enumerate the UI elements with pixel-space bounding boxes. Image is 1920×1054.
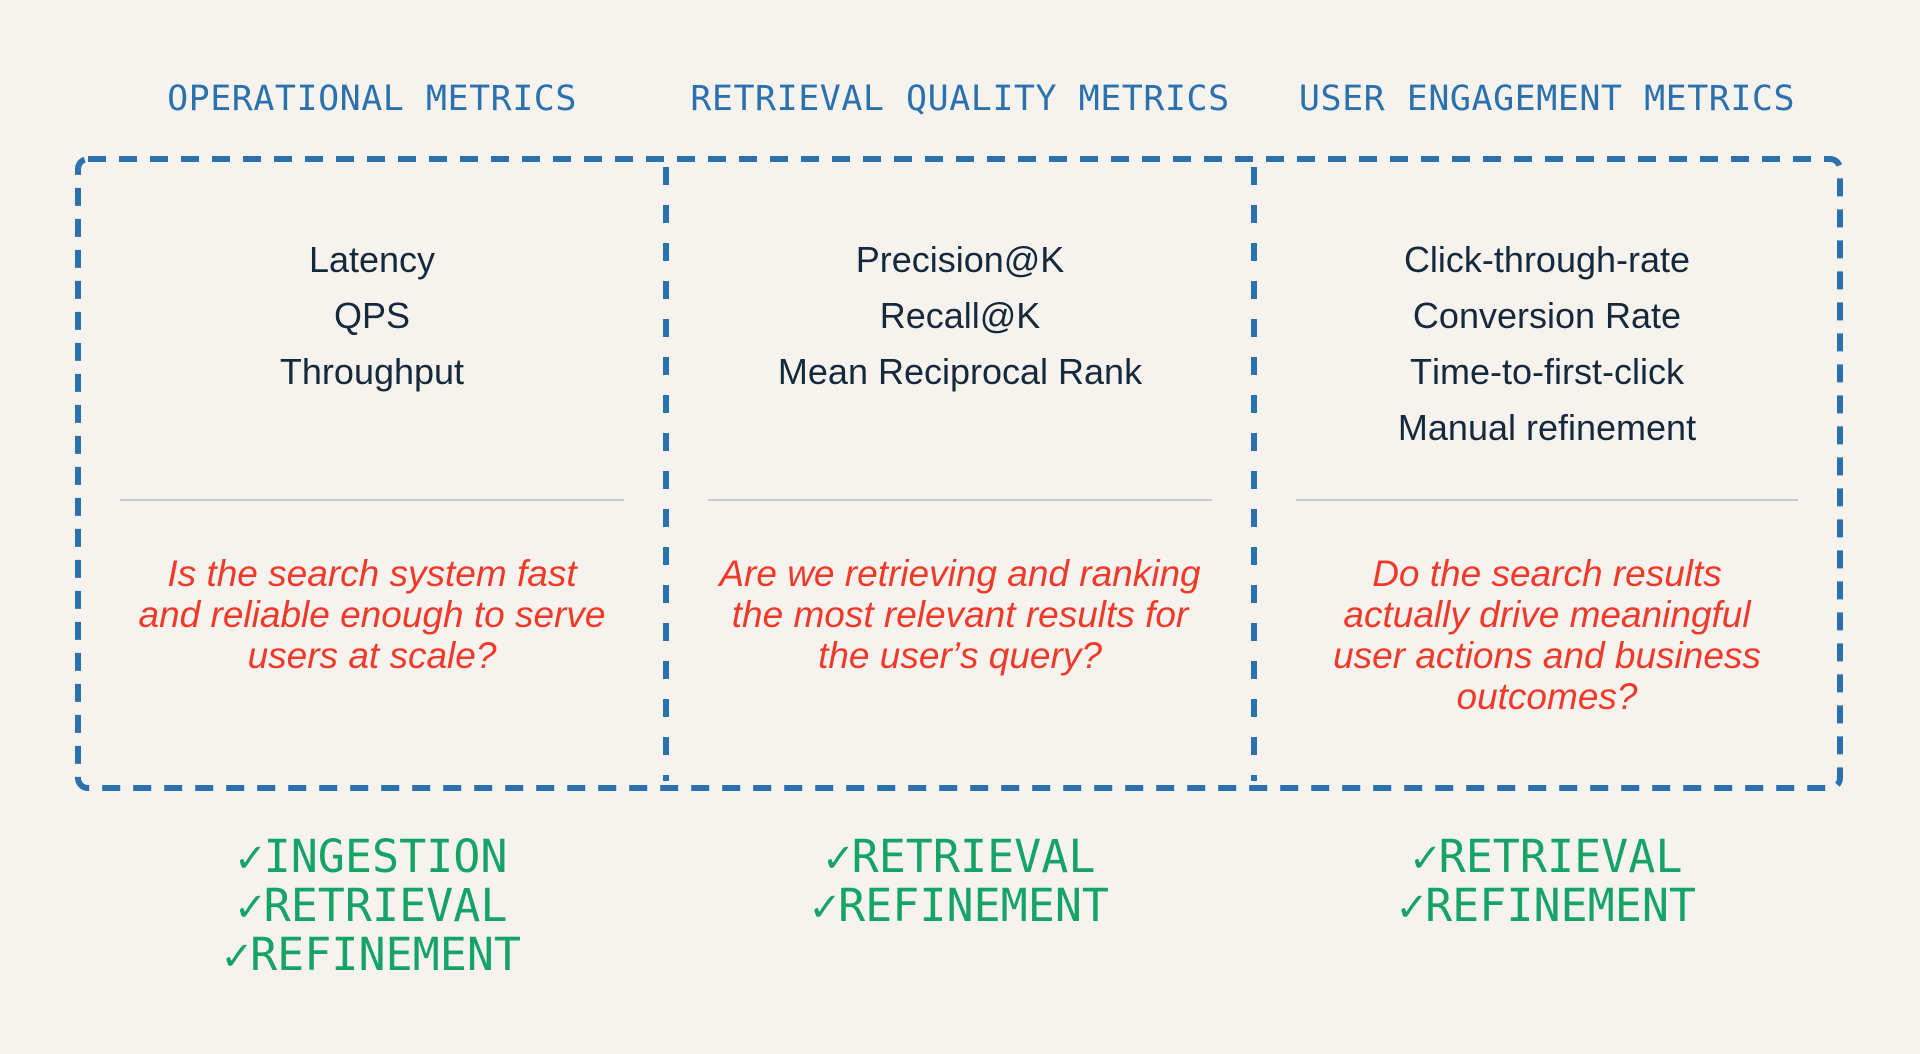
question-line: Do the search results — [1372, 553, 1722, 594]
checkmark-icon: ✓ — [824, 830, 852, 883]
metric-list: Click-through-rate Conversion Rate Time-… — [1254, 159, 1840, 456]
checkmark-icon: ✓ — [236, 830, 264, 883]
metric-item: Manual refinement — [1397, 407, 1697, 448]
question-line: the most relevant results for — [731, 594, 1189, 635]
question-line: user actions and business — [1333, 635, 1761, 676]
check-label: INGESTION — [263, 830, 508, 883]
question-line: Are we retrieving and ranking — [719, 553, 1201, 594]
check-item: ✓RETRIEVAL — [1254, 832, 1840, 881]
check-label: REFINEMENT — [838, 879, 1110, 932]
header-user-engagement-metrics: USER ENGAGEMENT METRICS — [1298, 79, 1796, 119]
divider-line — [1296, 499, 1798, 501]
metric-item: Mean Reciprocal Rank — [777, 351, 1143, 392]
check-label: RETRIEVAL — [1438, 830, 1683, 883]
checkmark-icon: ✓ — [222, 928, 251, 981]
question-line: the user’s query? — [818, 635, 1102, 676]
header-operational-metrics: OPERATIONAL METRICS — [167, 79, 577, 119]
metric-item: Latency — [308, 239, 436, 280]
question-line: Is the search system fast — [167, 553, 577, 594]
dashed-border-rect — [75, 156, 1843, 791]
check-label: REFINEMENT — [250, 928, 522, 981]
column-retrieval-quality: Precision@K Recall@K Mean Reciprocal Ran… — [666, 159, 1254, 788]
check-item: ✓REFINEMENT — [666, 881, 1254, 930]
checkmark-icon: ✓ — [1411, 830, 1439, 883]
question-line: and reliable enough to serve — [138, 594, 606, 635]
checkmark-icon: ✓ — [1397, 879, 1426, 932]
metric-item: Conversion Rate — [1412, 295, 1682, 336]
column-user-engagement: Click-through-rate Conversion Rate Time-… — [1254, 159, 1840, 788]
stage-checklist-operational: ✓INGESTION ✓RETRIEVAL ✓REFINEMENT — [78, 832, 666, 979]
check-label: RETRIEVAL — [263, 879, 508, 932]
question-text: Are we retrieving and ranking the most r… — [672, 553, 1248, 676]
stage-checklist-user-engagement: ✓RETRIEVAL ✓REFINEMENT — [1254, 832, 1840, 930]
divider-line — [708, 499, 1212, 501]
metric-item: Click-through-rate — [1403, 239, 1691, 280]
check-item: ✓RETRIEVAL — [666, 832, 1254, 881]
question-text: Do the search results actually drive mea… — [1260, 553, 1834, 717]
header-retrieval-quality-metrics: RETRIEVAL QUALITY METRICS — [690, 79, 1230, 119]
question-line: users at scale? — [247, 635, 497, 676]
check-item: ✓REFINEMENT — [1254, 881, 1840, 930]
stage-checklist-retrieval-quality: ✓RETRIEVAL ✓REFINEMENT — [666, 832, 1254, 930]
checkmark-icon: ✓ — [236, 879, 264, 932]
metric-list: Precision@K Recall@K Mean Reciprocal Ran… — [666, 159, 1254, 400]
question-text: Is the search system fast and reliable e… — [84, 553, 660, 676]
checkmark-icon: ✓ — [810, 879, 839, 932]
question-line: outcomes? — [1456, 676, 1638, 717]
check-item: ✓INGESTION — [78, 832, 666, 881]
metric-item: Throughput — [279, 351, 465, 392]
metric-list: Latency QPS Throughput — [78, 159, 666, 400]
metric-item: Time-to-first-click — [1410, 351, 1684, 392]
metric-item: Precision@K — [855, 239, 1065, 280]
check-item: ✓REFINEMENT — [78, 930, 666, 979]
check-label: REFINEMENT — [1425, 879, 1697, 932]
question-line: actually drive meaningful — [1343, 594, 1751, 635]
check-item: ✓RETRIEVAL — [78, 881, 666, 930]
column-operational: Latency QPS Throughput Is the search sys… — [78, 159, 666, 788]
metric-item: Recall@K — [879, 295, 1041, 336]
metric-item: QPS — [333, 295, 411, 336]
divider-line — [120, 499, 624, 501]
check-label: RETRIEVAL — [851, 830, 1096, 883]
